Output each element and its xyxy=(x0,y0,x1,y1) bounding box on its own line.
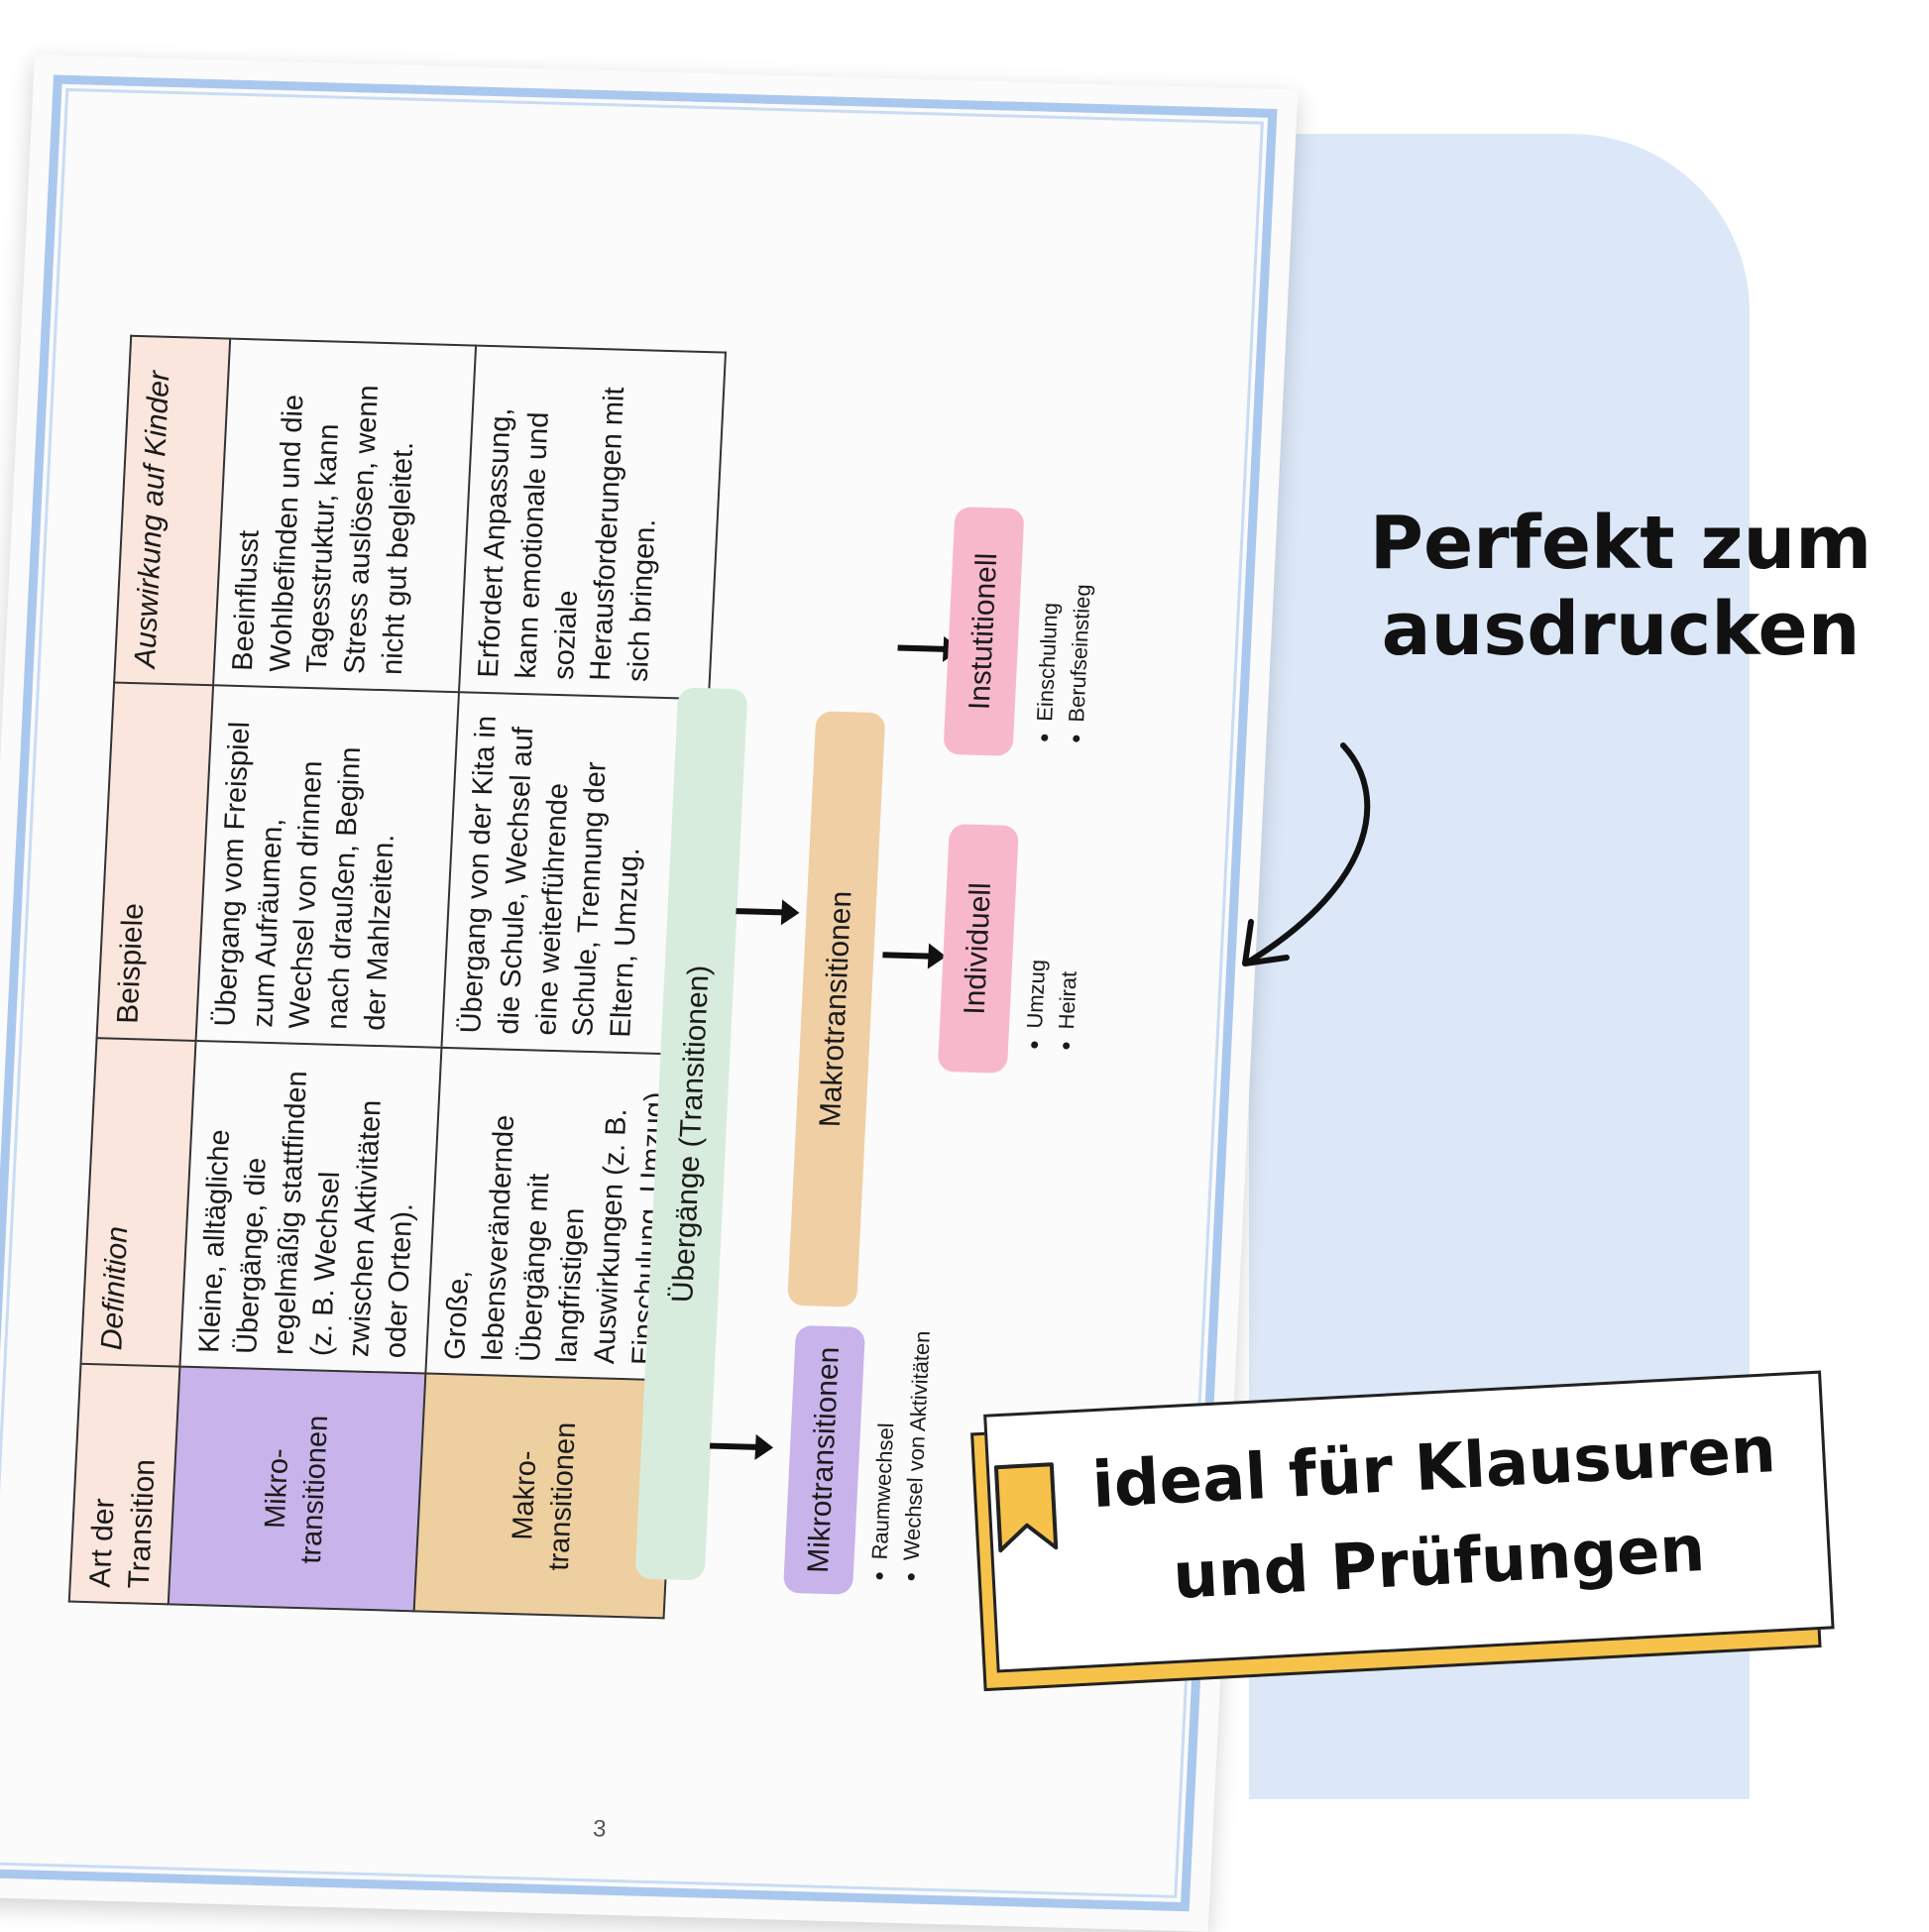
page-number: 3 xyxy=(592,1815,608,1843)
diagram-makro-box: Makrotransitionen xyxy=(787,711,886,1307)
bookmark-icon xyxy=(993,1462,1059,1553)
header-art: Art der Transition xyxy=(68,1364,180,1605)
arrow-right-icon xyxy=(897,644,950,652)
transition-table: Art der Transition Definition Beispiele … xyxy=(68,335,727,1620)
banner-text: ideal für Klausuren und Prüfungen xyxy=(1089,1414,1778,1614)
promo-banner: ideal für Klausuren und Prüfungen xyxy=(969,1370,1835,1697)
headline-text: Perfekt zum ausdrucken xyxy=(1369,501,1872,673)
arrow-right-icon xyxy=(736,908,788,916)
cell-impact: Erfordert Anpassung, kann emotionale und… xyxy=(459,345,727,699)
header-definition: Definition xyxy=(80,1037,196,1367)
category-mikro: Mikro-transitionen xyxy=(168,1366,426,1612)
arrow-right-icon xyxy=(882,952,935,960)
mikro-list: Raumwechsel Wechsel von Aktivitäten xyxy=(862,1292,940,1586)
header-auswirkung: Auswirkung auf Kinder xyxy=(114,335,231,685)
curved-arrow-icon xyxy=(1242,742,1371,966)
cell-impact: Beeinflusst Wohlbefinden und die Tagesst… xyxy=(213,338,477,692)
individuell-list: Umzug Heirat xyxy=(1018,810,1093,1056)
category-makro: Makro-transitionen xyxy=(413,1373,676,1619)
diagram-institutionell-box: Instutitionell xyxy=(943,507,1025,756)
arrow-right-icon xyxy=(709,1442,762,1451)
diagram-individuell-box: Individuell xyxy=(937,824,1019,1074)
cell-definition: Kleine, alltägliche Übergänge, die regel… xyxy=(179,1040,442,1374)
diagram-mikro-box: Mikrotransitionen xyxy=(782,1324,866,1595)
institutionell-list: Einschulung Berufseinstieg xyxy=(1028,464,1105,749)
header-beispiele: Beispiele xyxy=(96,682,214,1041)
cell-examples: Übergang vom Freispiel zum Aufräumen, We… xyxy=(195,684,460,1048)
